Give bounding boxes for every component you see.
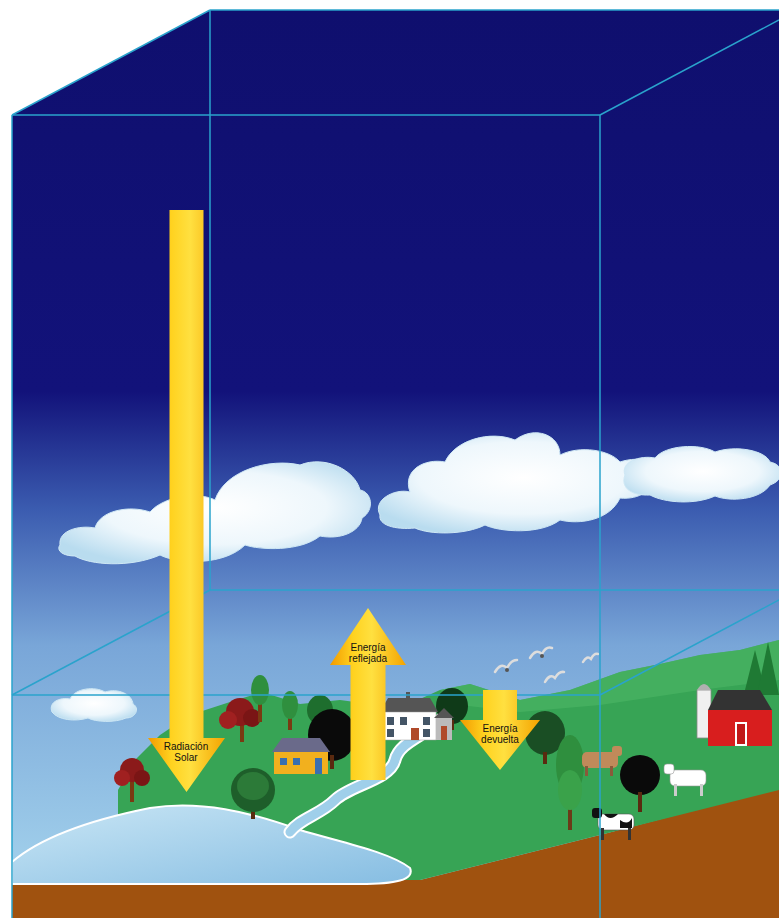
arrow-label: Radiación Solar bbox=[160, 741, 212, 763]
barn bbox=[697, 684, 772, 746]
returned-energy-arrow: Energía devuelta bbox=[460, 690, 540, 770]
arrow-shape bbox=[330, 608, 406, 780]
clouds bbox=[51, 433, 779, 722]
lake bbox=[12, 805, 411, 884]
reflected-energy-arrow: Energía reflejada bbox=[330, 608, 406, 780]
arrow-label: Energía devuelta bbox=[476, 723, 524, 745]
birds bbox=[495, 648, 598, 682]
arrow-outline bbox=[460, 690, 540, 770]
arrow-shape bbox=[148, 210, 225, 792]
arrow-outline bbox=[330, 608, 406, 780]
trees bbox=[114, 642, 779, 830]
arrow-outline bbox=[148, 210, 225, 792]
arrow-label: Energía reflejada bbox=[344, 642, 392, 664]
glass-box bbox=[12, 10, 779, 918]
solar-radiation-arrow: Radiación Solar bbox=[148, 210, 225, 792]
